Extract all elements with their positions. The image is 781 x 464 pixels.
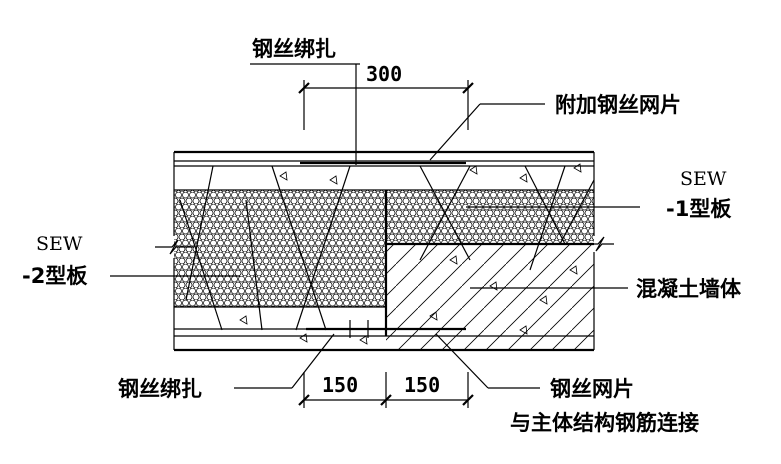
panel-outlines [155, 150, 614, 352]
label-mesh-line1: 钢丝网片 [550, 377, 634, 401]
concrete-wall-area [386, 244, 594, 350]
label-sew2-line1: SEW [36, 233, 83, 255]
label-tie-top: 钢丝绑扎 [252, 37, 336, 61]
dimension-top [298, 80, 474, 130]
label-extra-mesh: 附加钢丝网片 [555, 93, 681, 117]
top-mortar-layer [174, 152, 594, 190]
left-insulation-core [174, 190, 386, 307]
dimension-top-value: 300 [366, 62, 402, 86]
mesh-strips [300, 161, 466, 338]
aggregate-marks [239, 163, 582, 345]
label-concrete-wall: 混凝土墙体 [636, 277, 742, 301]
leader-lines [110, 63, 640, 389]
truss-wires [179, 165, 595, 331]
dimension-bottom-left-value: 150 [322, 373, 358, 397]
panel-section [174, 152, 594, 350]
label-sew1-line1: SEW [680, 168, 727, 190]
label-sew2-line2: -2型板 [22, 264, 88, 288]
dimension-bottom-right-value: 150 [404, 373, 440, 397]
label-sew1-line2: -1型板 [666, 197, 732, 221]
label-tie-bottom: 钢丝绑扎 [118, 377, 202, 401]
dimension-bottom [298, 372, 474, 408]
right-insulation-core [386, 190, 594, 244]
label-mesh-line2: 与主体结构钢筋连接 [510, 411, 699, 435]
